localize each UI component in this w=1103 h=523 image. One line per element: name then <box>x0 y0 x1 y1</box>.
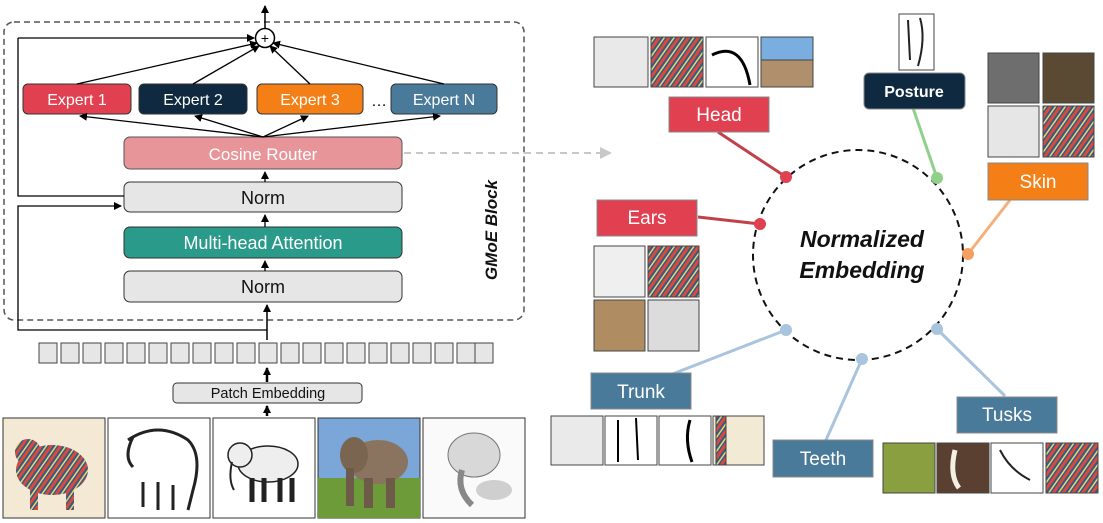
tusks-label: Tusks <box>982 405 1032 426</box>
trunk-dot <box>780 324 792 336</box>
patch-embedding-label: Patch Embedding <box>211 386 325 402</box>
ears-label: Ears <box>627 208 666 229</box>
posture-label: Posture <box>884 84 944 101</box>
embedding-title-line1: Normalized <box>800 226 925 252</box>
experts-ellipsis: … <box>371 93 387 110</box>
norm-top-box: Norm <box>123 181 403 213</box>
posture-dot <box>931 172 943 184</box>
trunk-thumbnails <box>550 415 765 466</box>
expert-1-label: Expert 1 <box>47 92 107 109</box>
input-image-2 <box>107 417 211 519</box>
gmoe-block-label: GMoE Block <box>482 178 501 280</box>
cosine-router-box: Cosine Router <box>123 136 403 170</box>
residual-add-node <box>254 27 276 49</box>
skin-dot <box>962 248 974 260</box>
posture-label-box: Posture <box>863 72 966 110</box>
teeth-label: Teeth <box>800 449 846 470</box>
ears-dot <box>754 218 766 230</box>
norm-bottom-box: Norm <box>123 270 403 303</box>
teeth-label-box: Teeth <box>772 439 874 478</box>
token-row <box>38 342 494 364</box>
embedding-title-line2: Embedding <box>799 257 924 283</box>
norm-bottom-label: Norm <box>241 277 285 297</box>
trunk-label-box: Trunk <box>590 372 692 410</box>
attention-box: Multi-head Attention <box>123 226 403 259</box>
posture-thumbnail <box>898 13 935 71</box>
tusks-dot <box>931 323 943 335</box>
input-image-4 <box>317 417 421 519</box>
expert-2-box: Expert 2 <box>138 83 248 115</box>
tusks-label-box: Tusks <box>956 396 1058 434</box>
plus-sign: + <box>261 30 269 46</box>
ears-thumbnails <box>593 245 700 352</box>
expert-n-label: Expert N <box>413 92 475 109</box>
skin-label-box: Skin <box>987 162 1089 201</box>
residual-connections <box>17 34 267 331</box>
expert-n-box: Expert N <box>390 83 498 115</box>
tusks-thumbnails <box>882 442 1099 494</box>
expert-1-box: Expert 1 <box>22 83 132 115</box>
head-label-box: Head <box>668 96 770 133</box>
input-image-5 <box>422 417 526 519</box>
router-to-expert-arrows <box>79 112 441 138</box>
head-thumbnails <box>593 36 814 88</box>
skin-thumbnails <box>987 52 1095 158</box>
patch-embedding-box: Patch Embedding <box>172 382 363 404</box>
expert-3-box: Expert 3 <box>256 83 364 115</box>
head-label: Head <box>696 105 741 126</box>
expert-3-label: Expert 3 <box>280 92 340 109</box>
head-dot <box>780 171 792 183</box>
gmoe-block-border <box>3 21 525 321</box>
input-image-1 <box>2 417 106 519</box>
teeth-dot <box>856 353 868 365</box>
norm-top-label: Norm <box>241 188 285 208</box>
attention-label: Multi-head Attention <box>183 233 342 253</box>
trunk-label: Trunk <box>617 382 665 403</box>
ears-label-box: Ears <box>596 199 698 237</box>
input-image-3 <box>212 417 316 519</box>
cosine-router-label: Cosine Router <box>209 145 318 164</box>
expert-2-label: Expert 2 <box>163 92 223 109</box>
expert-output-arrows <box>76 40 445 85</box>
skin-label: Skin <box>1020 172 1057 193</box>
